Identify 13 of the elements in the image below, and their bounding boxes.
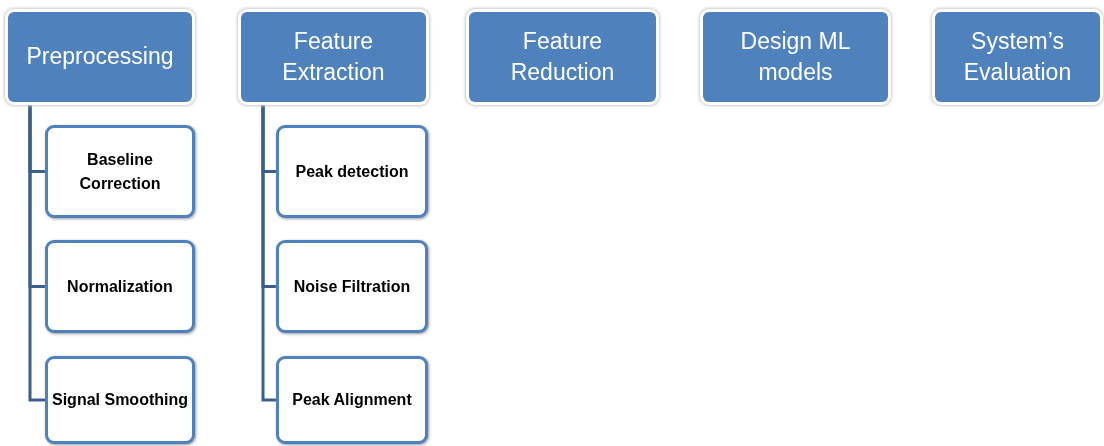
step-box: Signal Smoothing — [45, 356, 195, 444]
connector-line — [28, 102, 45, 402]
step-box: Normalization — [45, 240, 195, 333]
stage-box: Feature Extraction — [241, 12, 426, 102]
stage-box: Preprocessing — [8, 12, 192, 102]
step-box: Noise Filtration — [276, 240, 428, 333]
step-box: Baseline Correction — [45, 125, 195, 218]
stage-box: Feature Reduction — [469, 12, 656, 102]
stage-box: Design ML models — [703, 12, 888, 102]
stage-box: System’s Evaluation — [935, 12, 1100, 102]
step-box: Peak detection — [276, 125, 428, 218]
connector-line — [261, 102, 276, 402]
step-box: Peak Alignment — [276, 356, 428, 444]
